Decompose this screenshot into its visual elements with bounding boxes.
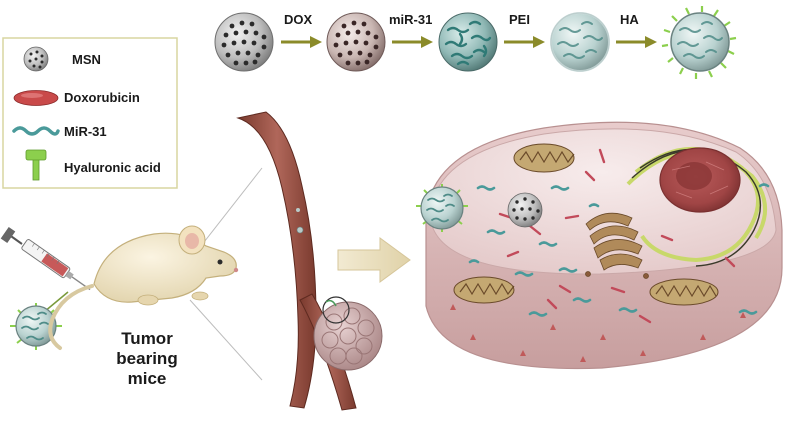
mir31-strand-icon — [12, 126, 60, 136]
legend-label-mir31: MiR-31 — [64, 124, 107, 139]
synthesis-process: DOX miR-31 — [214, 6, 737, 79]
cell-nucleus — [626, 147, 768, 267]
tumor-mass — [313, 296, 383, 371]
msn-dox-particle — [326, 12, 386, 72]
msn-mir31-particle — [438, 12, 498, 72]
internalized-msn — [507, 192, 543, 228]
step-label-pei: PEI — [509, 12, 530, 27]
process-arrow-4: HA — [616, 12, 657, 48]
doxorubicin-ellipse-icon — [13, 90, 59, 106]
syringe — [0, 226, 91, 313]
msn-bare-particle — [214, 12, 274, 72]
mitochondria — [453, 143, 719, 306]
msn-ha-final-particle — [661, 6, 737, 79]
tumor-cell — [416, 121, 783, 370]
released-mir31-strands — [468, 183, 770, 317]
legend-label-hyaluronic-acid: Hyaluronic acid — [64, 160, 161, 175]
caption-line-3: mice — [128, 369, 167, 388]
injected-nanoparticle — [10, 303, 62, 350]
hyaluronic-acid-icon — [25, 149, 47, 181]
caption-line-2: bearing — [116, 349, 177, 368]
msn-pei-particle — [550, 12, 610, 72]
legend-label-msn: MSN — [72, 52, 101, 67]
legend-box: MSN Doxorubicin MiR-31 Hyaluronic acid — [2, 37, 178, 189]
step-label-dox: DOX — [284, 12, 313, 27]
step-label-mir31: miR-31 — [389, 12, 432, 27]
caption-line-1: Tumor — [121, 329, 173, 348]
entering-nanoparticle — [416, 184, 468, 232]
golgi-apparatus — [585, 212, 649, 279]
msn-sphere-icon — [23, 46, 49, 72]
mouse-illustration — [48, 225, 239, 350]
released-dox-molecules — [498, 148, 736, 324]
big-transfer-arrow — [337, 237, 411, 283]
legend-label-doxorubicin: Doxorubicin — [64, 90, 140, 105]
process-arrow-3: PEI — [504, 12, 545, 48]
process-arrow-2: miR-31 — [389, 12, 433, 48]
process-arrow-1: DOX — [281, 12, 322, 48]
step-label-ha: HA — [620, 12, 639, 27]
mouse-caption: Tumor bearing mice — [116, 329, 177, 388]
